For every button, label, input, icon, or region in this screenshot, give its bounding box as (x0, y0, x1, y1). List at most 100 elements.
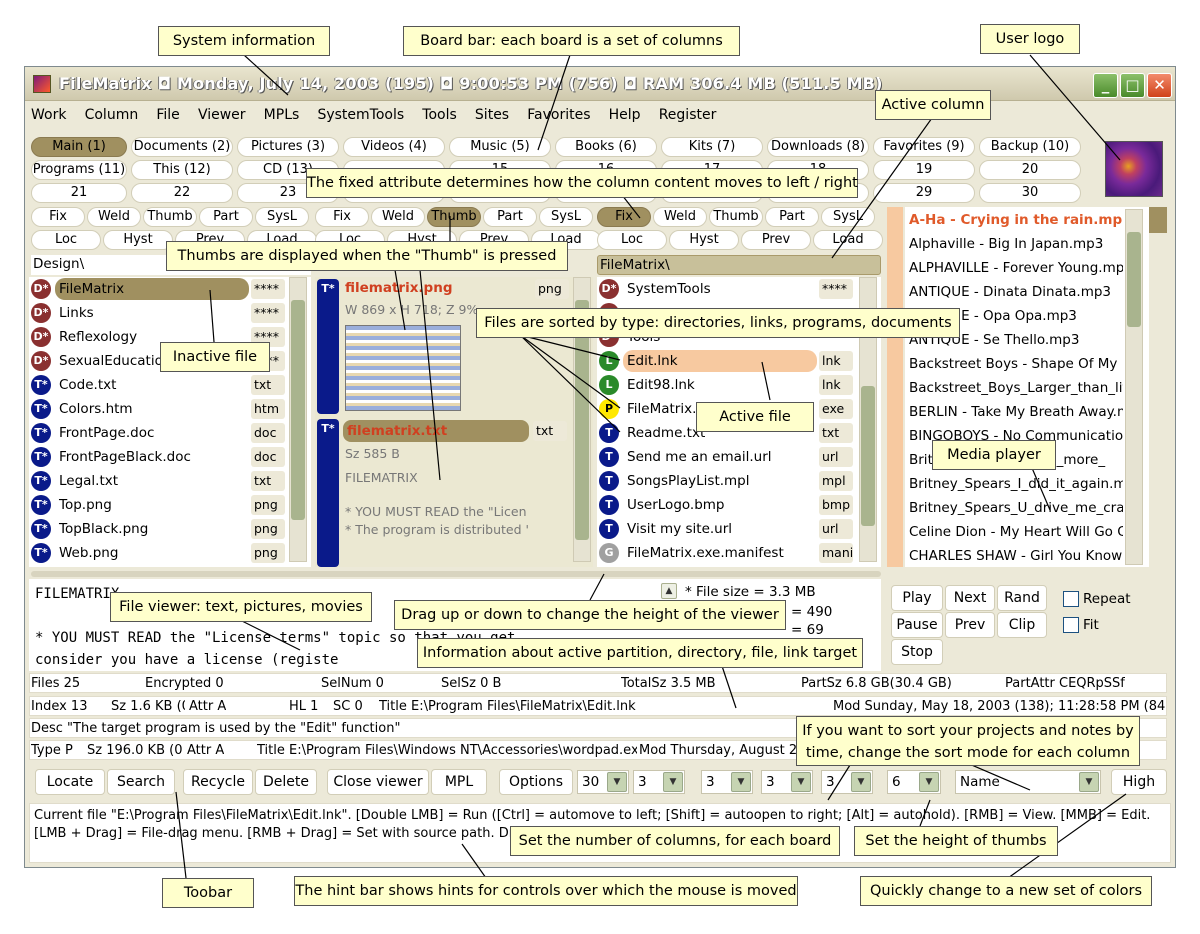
board-tab[interactable]: Pictures (3) (237, 137, 339, 157)
board-tab[interactable]: This (12) (131, 160, 233, 180)
toggle-loc[interactable]: Loc (597, 230, 667, 250)
prev-button[interactable]: Prev (945, 612, 995, 638)
thumb-filename[interactable]: filematrix.txt (343, 420, 529, 442)
playlist-item[interactable]: CHARLES SHAW - Girl You Know I (909, 548, 1123, 564)
file-item[interactable]: Visit my site.url (627, 521, 733, 537)
toggle-fix[interactable]: Fix (597, 207, 651, 227)
board-tab[interactable]: Music (5) (449, 137, 551, 157)
fit-checkbox[interactable] (1063, 617, 1079, 633)
scroll-thumb[interactable] (291, 300, 305, 520)
chevron-down-icon[interactable]: ▼ (791, 772, 811, 792)
file-item[interactable]: FileMatrix (55, 278, 249, 300)
file-item[interactable]: Colors.htm (59, 401, 133, 417)
playlist-item[interactable]: ANTIQUE - Dinata Dinata.mp3 (909, 284, 1112, 300)
file-item[interactable]: UserLogo.bmp (627, 497, 725, 513)
toggle-weld[interactable]: Weld (653, 207, 707, 227)
file-item[interactable]: Edit98.lnk (627, 377, 695, 393)
playlist-item[interactable]: Backstreet Boys - Shape Of My He (909, 356, 1123, 372)
board-tab[interactable]: 30 (979, 183, 1081, 203)
board-tab[interactable]: 21 (31, 183, 127, 203)
toggle-loc[interactable]: Loc (31, 230, 101, 250)
options-button[interactable]: Options (499, 769, 573, 795)
maximize-button[interactable]: □ (1120, 73, 1145, 98)
playlist-item[interactable]: ALPHAVILLE - Forever Young.mp3 (909, 260, 1123, 276)
toggle-thumb[interactable]: Thumb (427, 207, 481, 227)
color-scheme-button[interactable]: High (1111, 769, 1167, 795)
file-item[interactable]: Top.png (59, 497, 112, 513)
board-tab[interactable]: 29 (873, 183, 975, 203)
toggle-part[interactable]: Part (483, 207, 537, 227)
columns-dropdown[interactable]: 30▼ (577, 770, 629, 794)
title-bar[interactable]: FileMatrix ◘ Monday, July 14, 2003 (195)… (25, 67, 1175, 101)
board-tab[interactable]: Backup (10) (979, 137, 1081, 157)
minimize-button[interactable]: _ (1093, 73, 1118, 98)
scrollbar-col1[interactable] (289, 277, 307, 562)
columns-dropdown[interactable]: 3▼ (821, 770, 873, 794)
menu-help[interactable]: Help (608, 107, 641, 123)
board-tab[interactable]: Documents (2) (131, 137, 233, 157)
chevron-down-icon[interactable]: ▼ (663, 772, 683, 792)
playlist-item[interactable]: Celine Dion - My Heart Will Go On (909, 524, 1123, 540)
scroll-thumb[interactable] (861, 386, 875, 526)
board-tab[interactable]: Programs (11) (31, 160, 127, 180)
repeat-checkbox[interactable] (1063, 591, 1079, 607)
search-button[interactable]: Search (107, 769, 175, 795)
menu-sites[interactable]: Sites (474, 107, 510, 123)
toggle-sysl[interactable]: SysL (539, 207, 593, 227)
menu-column[interactable]: Column (84, 107, 139, 123)
toggle-weld[interactable]: Weld (371, 207, 425, 227)
board-tab[interactable]: Favorites (9) (873, 137, 975, 157)
file-item[interactable]: Reflexology (59, 329, 138, 345)
toggle-weld[interactable]: Weld (87, 207, 141, 227)
file-item[interactable]: TopBlack.png (59, 521, 149, 537)
playlist-item[interactable]: A-Ha - Crying in the rain.mp3 (909, 212, 1123, 228)
board-tab[interactable]: 19 (873, 160, 975, 180)
thumb-filename[interactable]: filematrix.png (345, 280, 453, 296)
toggle-thumb[interactable]: Thumb (709, 207, 763, 227)
menu-tools[interactable]: Tools (422, 107, 457, 123)
toggle-part[interactable]: Part (765, 207, 819, 227)
toggle-fix[interactable]: Fix (31, 207, 85, 227)
menu-viewer[interactable]: Viewer (197, 107, 246, 123)
thumb-height-dropdown[interactable]: 6▼ (887, 770, 941, 794)
toggle-sysl[interactable]: SysL (255, 207, 309, 227)
toggle-hyst[interactable]: Hyst (669, 230, 739, 250)
playlist-item[interactable]: Backstreet_Boys_Larger_than_life (909, 380, 1123, 396)
file-item[interactable]: FrontPage.doc (59, 425, 155, 441)
menu-mpls[interactable]: MPLs (263, 107, 300, 123)
toggle-load[interactable]: Load (813, 230, 883, 250)
board-tab[interactable]: Main (1) (31, 137, 127, 157)
columns-dropdown[interactable]: 3▼ (701, 770, 753, 794)
file-item[interactable]: Code.txt (59, 377, 117, 393)
board-tab[interactable]: 22 (131, 183, 233, 203)
chevron-down-icon[interactable]: ▼ (607, 772, 627, 792)
playlist-item[interactable]: Alphaville - Big In Japan.mp3 (909, 236, 1104, 252)
toggle-sysl[interactable]: SysL (821, 207, 875, 227)
columns-dropdown[interactable]: 3▼ (761, 770, 813, 794)
toggle-thumb[interactable]: Thumb (143, 207, 197, 227)
stop-button[interactable]: Stop (891, 639, 943, 665)
file-item[interactable]: SongsPlayList.mpl (627, 473, 750, 489)
next-button[interactable]: Next (945, 585, 995, 611)
sort-mode-dropdown[interactable]: Name▼ (955, 770, 1101, 794)
toggle-prev[interactable]: Prev (741, 230, 811, 250)
scrollbar-col3[interactable] (859, 277, 877, 562)
file-item[interactable]: FrontPageBlack.doc (59, 449, 191, 465)
file-item[interactable]: Send me an email.url (627, 449, 772, 465)
recycle-button[interactable]: Recycle (183, 769, 253, 795)
menu-systemtools[interactable]: SystemTools (317, 107, 405, 123)
menu-register[interactable]: Register (658, 107, 717, 123)
viewer-splitter[interactable] (31, 571, 881, 577)
file-item[interactable]: Edit.lnk (623, 350, 817, 372)
board-tab[interactable]: 20 (979, 160, 1081, 180)
chevron-down-icon[interactable]: ▼ (851, 772, 871, 792)
thumbnail-image[interactable] (345, 325, 461, 411)
clip-button[interactable]: Clip (997, 612, 1047, 638)
playlist-item[interactable]: BERLIN - Take My Breath Away.m (909, 404, 1123, 420)
scroll-thumb[interactable] (1127, 232, 1141, 327)
locate-button[interactable]: Locate (35, 769, 105, 795)
menu-file[interactable]: File (156, 107, 180, 123)
chevron-down-icon[interactable]: ▼ (919, 772, 939, 792)
board-tab[interactable]: Videos (4) (343, 137, 445, 157)
user-logo[interactable] (1105, 141, 1163, 197)
